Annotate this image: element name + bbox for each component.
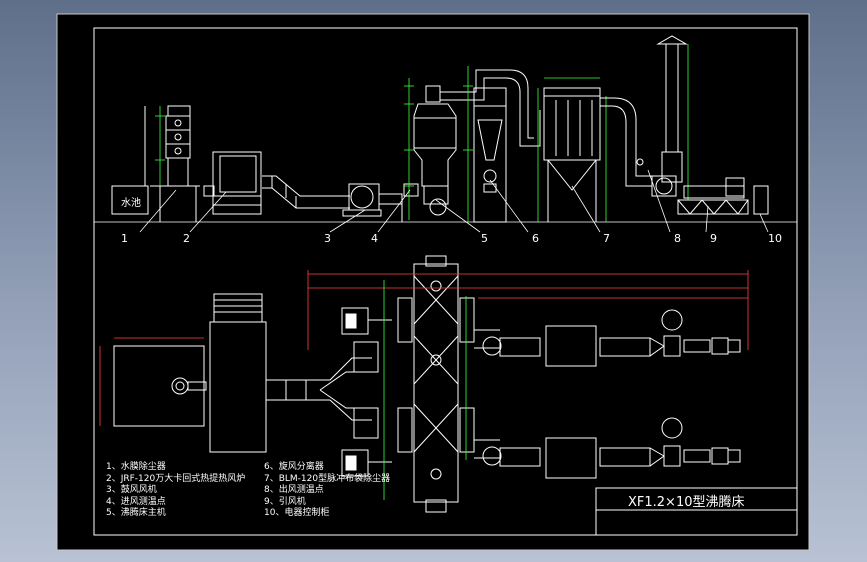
blower bbox=[342, 183, 403, 217]
furnace-duct bbox=[262, 175, 350, 209]
callout-9: 9 bbox=[710, 232, 717, 245]
legend-item: 3、鼓风风机 bbox=[106, 485, 157, 495]
dim-bag-filter bbox=[537, 77, 607, 222]
callout-6: 6 bbox=[532, 232, 539, 245]
dim-main-height bbox=[404, 78, 414, 220]
callout-1: 1 bbox=[121, 232, 128, 245]
dim-collector-height bbox=[155, 106, 165, 186]
plan-upper-branch bbox=[474, 309, 741, 367]
plan-water-tank bbox=[113, 345, 205, 427]
callout-3: 3 bbox=[324, 232, 331, 245]
legend-item: 1、水膜除尘器 bbox=[106, 462, 166, 472]
hot-air-furnace bbox=[203, 151, 262, 215]
plan-main-bed bbox=[397, 255, 475, 513]
induced-fan bbox=[651, 175, 749, 215]
title-block bbox=[595, 487, 798, 536]
bag-filter bbox=[543, 87, 601, 222]
water-tank-label: 水池 bbox=[121, 196, 141, 209]
callout-2: 2 bbox=[183, 232, 190, 245]
plan-dim-green bbox=[383, 280, 467, 500]
dim-cyclone bbox=[463, 66, 473, 222]
callout-7: 7 bbox=[603, 232, 610, 245]
drawing-title: XF1.2×10型沸腾床 bbox=[628, 495, 745, 510]
legend-item: 6、旋风分离器 bbox=[264, 462, 324, 472]
legend-item: 7、BLM-120型脉冲布袋除尘器 bbox=[264, 473, 391, 484]
legend-item: 5、沸腾床主机 bbox=[106, 508, 166, 518]
legend-column-2: 6、旋风分离器 7、BLM-120型脉冲布袋除尘器 8、出风测温点 9、引风机 … bbox=[264, 462, 390, 520]
water-film-dust-collector bbox=[144, 105, 200, 222]
callout-4: 4 bbox=[371, 232, 378, 245]
plan-blowers bbox=[341, 307, 392, 477]
bag-filter-duct bbox=[519, 110, 541, 147]
outlet-duct bbox=[440, 69, 529, 110]
legend-item: 10、电器控制柜 bbox=[264, 508, 330, 518]
callout-8: 8 bbox=[674, 232, 681, 245]
legend-column-1: 1、水膜除尘器 2、JRF-120万大卡回式热提热风炉 3、鼓风风机 4、进风测… bbox=[106, 462, 245, 520]
plan-dim-red bbox=[99, 270, 749, 426]
callout-leaders bbox=[139, 169, 769, 233]
inner-frame bbox=[93, 27, 798, 536]
control-cabinet bbox=[753, 185, 769, 215]
legend-item: 9、引风机 bbox=[264, 496, 306, 507]
fan-duct bbox=[600, 97, 652, 187]
callout-5: 5 bbox=[481, 232, 488, 245]
water-tank bbox=[111, 185, 149, 215]
plan-lower-branch bbox=[474, 417, 741, 479]
chimney bbox=[656, 35, 688, 183]
legend-item: 8、出风测温点 bbox=[264, 485, 324, 495]
legend-item: 4、进风测温点 bbox=[106, 496, 166, 507]
plan-duct bbox=[265, 341, 379, 439]
callout-10: 10 bbox=[768, 232, 782, 245]
boiling-bed-main bbox=[401, 85, 457, 222]
legend-item: 2、JRF-120万大卡回式热提热风炉 bbox=[106, 473, 246, 484]
